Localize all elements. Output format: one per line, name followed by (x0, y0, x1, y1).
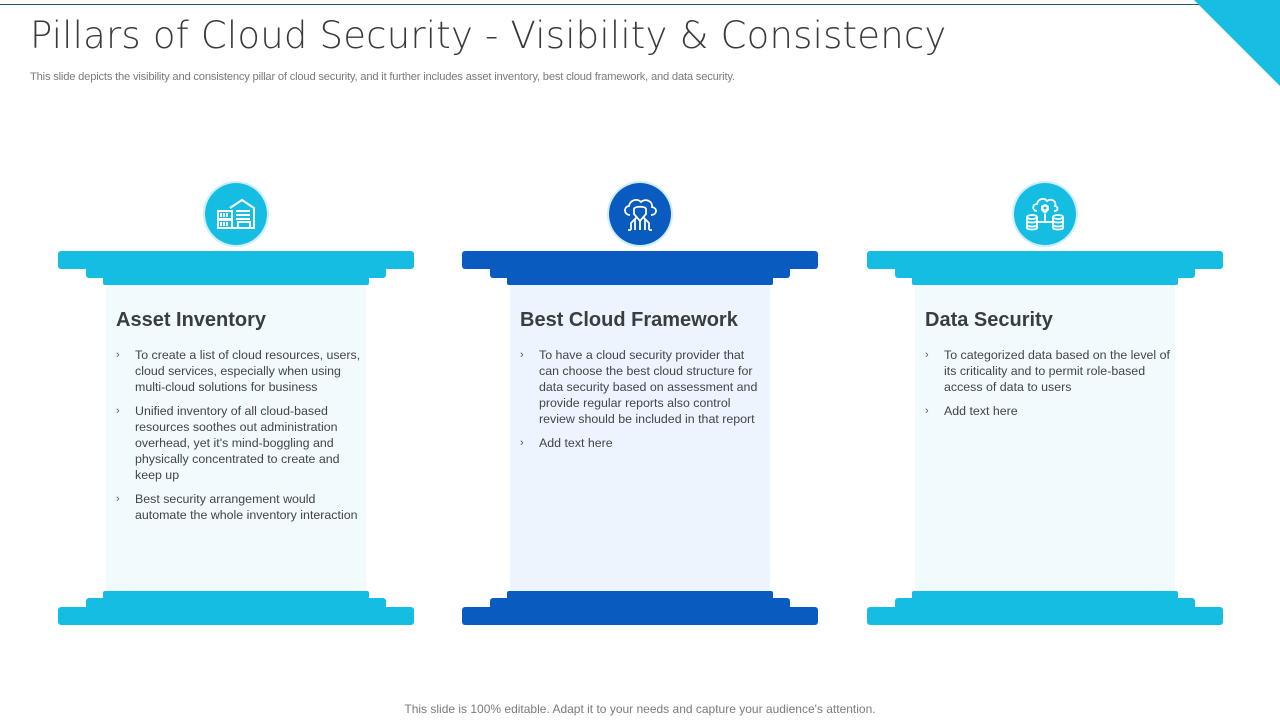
bullet-item: ›Add text here (925, 404, 1018, 418)
pillar-capital-bottom (103, 272, 369, 285)
pillar-heading: Best Cloud Framework (520, 309, 738, 331)
pillar-heading: Asset Inventory (116, 309, 267, 331)
icon-badge (1012, 181, 1078, 247)
bullet-item: ›Best security arrangement would automat… (116, 492, 358, 522)
pillar-capital-bottom (912, 272, 1178, 285)
pillar-best-cloud-framework: Best Cloud Framework ›To have a cloud se… (462, 0, 818, 720)
chevron-right-icon: › (925, 349, 929, 361)
corner-accent-triangle (1194, 0, 1280, 86)
chevron-right-icon: › (520, 349, 524, 361)
pillar-base-bottom (58, 607, 414, 625)
pillar-base-bottom (867, 607, 1223, 625)
top-divider-line (0, 4, 1205, 5)
bullet-item: ›Unified inventory of all cloud-based re… (116, 404, 340, 482)
slide-footer-note: This slide is 100% editable. Adapt it to… (404, 702, 876, 716)
pillar-content: Best Cloud Framework ›To have a cloud se… (520, 309, 765, 459)
chevron-right-icon: › (116, 405, 120, 417)
chevron-right-icon: › (925, 405, 929, 417)
pillar-content: Asset Inventory ›To create a list of clo… (116, 309, 361, 531)
pillar-base-bottom (462, 607, 818, 625)
pillar-asset-inventory: Asset Inventory ›To create a list of clo… (58, 0, 414, 720)
bullet-list: ›To create a list of cloud resources, us… (116, 347, 361, 523)
slide-subtitle: This slide depicts the visibility and co… (30, 71, 735, 83)
bullet-item: ›Add text here (520, 436, 613, 450)
pillar-shaft (510, 285, 770, 591)
warehouse-icon (217, 198, 255, 229)
chevron-right-icon: › (116, 493, 120, 505)
pillar-capital-bottom (507, 272, 773, 285)
icon-badge (607, 181, 673, 247)
bullet-item: ›To categorized data based on the level … (925, 348, 1170, 394)
cloud-database-lock-icon (1026, 197, 1064, 231)
pillar-data-security: Data Security ›To categorized data based… (867, 0, 1223, 720)
chevron-right-icon: › (520, 437, 524, 449)
bullet-item: ›To create a list of cloud resources, us… (116, 348, 361, 394)
icon-badge (203, 181, 269, 247)
pillar-shaft (106, 285, 366, 591)
chevron-right-icon: › (116, 349, 120, 361)
pillar-heading: Data Security (925, 309, 1053, 331)
bullet-list: ›To have a cloud security provider that … (520, 347, 765, 451)
pillar-shaft (915, 285, 1175, 591)
cloud-network-shield-icon (624, 199, 657, 231)
pillar-content: Data Security ›To categorized data based… (925, 309, 1170, 427)
bullet-list: ›To categorized data based on the level … (925, 347, 1170, 419)
slide-title: Pillars of Cloud Security - Visibility &… (30, 14, 947, 57)
bullet-item: ›To have a cloud security provider that … (520, 348, 758, 426)
